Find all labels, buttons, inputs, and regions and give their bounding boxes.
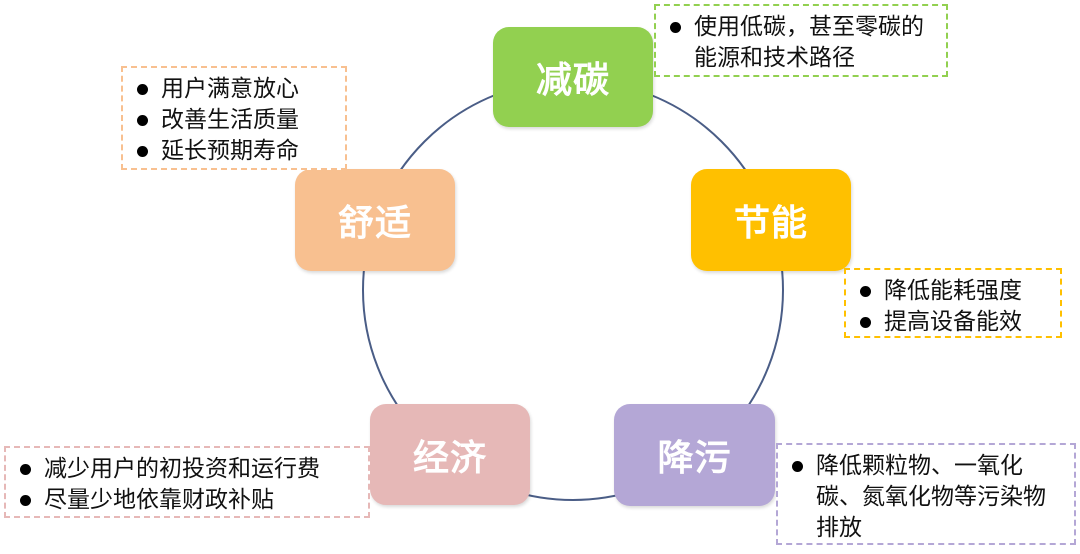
bullet-icon — [137, 115, 148, 126]
callout-jingji-text: 尽量少地依靠财政补贴 — [44, 487, 274, 513]
node-jieneng-label: 节能 — [733, 203, 808, 244]
callout-jiantan-list: 使用低碳，甚至零碳的能源和技术路径 — [668, 12, 936, 74]
callout-jieneng: 降低能耗强度 提高设备能效 — [844, 268, 1062, 338]
bullet-icon — [20, 464, 31, 475]
callout-jieneng-item: 降低能耗强度 — [858, 276, 1050, 307]
callout-shushi-item: 改善生活质量 — [135, 105, 335, 136]
callout-shushi-text: 延长预期寿命 — [161, 138, 299, 164]
bullet-icon — [137, 84, 148, 95]
bullet-icon — [20, 495, 31, 506]
node-shushi: 舒适 — [295, 169, 455, 271]
callout-jiangwu-text: 降低颗粒物、一氧化碳、氮氧化物等污染物排放 — [816, 453, 1046, 541]
callout-shushi-item: 用户满意放心 — [135, 74, 335, 105]
callout-jieneng-text: 提高设备能效 — [884, 309, 1022, 335]
callout-jingji-text: 减少用户的初投资和运行费 — [44, 456, 320, 482]
node-jieneng: 节能 — [691, 169, 851, 271]
node-jingji-label: 经济 — [412, 437, 487, 479]
callout-shushi-list: 用户满意放心 改善生活质量 延长预期寿命 — [135, 74, 335, 167]
callout-jieneng-list: 降低能耗强度 提高设备能效 — [858, 276, 1050, 338]
node-jiangwu-label: 降污 — [657, 438, 732, 479]
callout-jieneng-item: 提高设备能效 — [858, 307, 1050, 338]
callout-jiangwu: 降低颗粒物、一氧化碳、氮氧化物等污染物排放 — [776, 443, 1076, 545]
callout-jieneng-text: 降低能耗强度 — [884, 278, 1022, 304]
callout-jingji: 减少用户的初投资和运行费 尽量少地依靠财政补贴 — [4, 446, 370, 518]
callout-shushi-item: 延长预期寿命 — [135, 136, 335, 167]
bullet-icon — [792, 461, 803, 472]
node-jingji: 经济 — [370, 404, 530, 505]
callout-jiangwu-item: 降低颗粒物、一氧化碳、氮氧化物等污染物排放 — [790, 451, 1064, 544]
callout-shushi: 用户满意放心 改善生活质量 延长预期寿命 — [121, 66, 347, 170]
callout-shushi-text: 用户满意放心 — [161, 76, 299, 102]
node-jiantan: 减碳 — [493, 27, 653, 127]
bullet-icon — [137, 146, 148, 157]
node-shushi-label: 舒适 — [337, 203, 412, 244]
bullet-icon — [670, 22, 681, 33]
callout-jiantan-text: 使用低碳，甚至零碳的能源和技术路径 — [694, 14, 924, 71]
callout-jiantan: 使用低碳，甚至零碳的能源和技术路径 — [654, 4, 948, 77]
callout-jingji-item: 减少用户的初投资和运行费 — [18, 454, 358, 485]
callout-jiantan-item: 使用低碳，甚至零碳的能源和技术路径 — [668, 12, 936, 74]
callout-jiangwu-list: 降低颗粒物、一氧化碳、氮氧化物等污染物排放 — [790, 451, 1064, 544]
node-jiangwu: 降污 — [614, 404, 775, 506]
bullet-icon — [860, 286, 871, 297]
callout-shushi-text: 改善生活质量 — [161, 107, 299, 133]
bullet-icon — [860, 317, 871, 328]
node-jiantan-label: 减碳 — [535, 60, 610, 101]
callout-jingji-list: 减少用户的初投资和运行费 尽量少地依靠财政补贴 — [18, 454, 358, 516]
callout-jingji-item: 尽量少地依靠财政补贴 — [18, 485, 358, 516]
